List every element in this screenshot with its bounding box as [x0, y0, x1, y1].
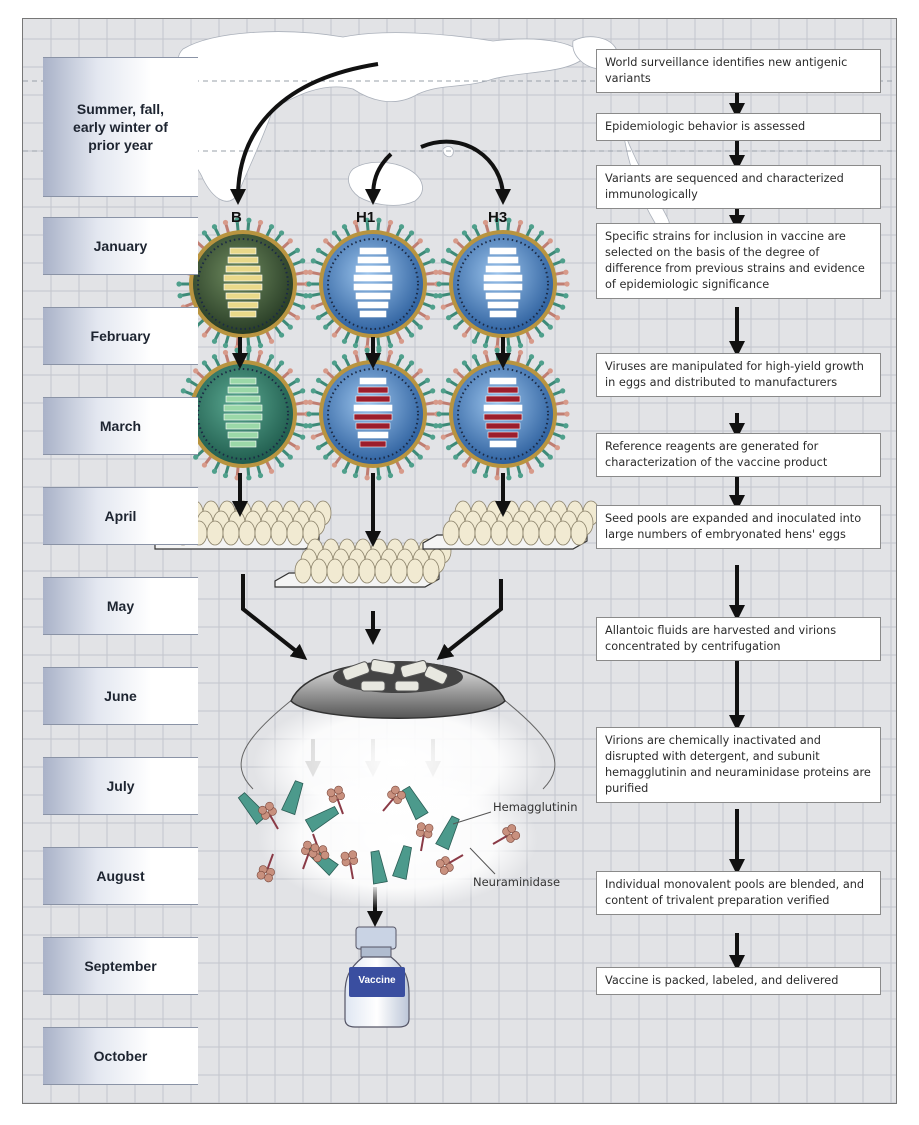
process-step: Viruses are manipulated for high-yield g…: [596, 353, 881, 397]
month-label: September: [43, 937, 198, 995]
process-step: Virions are chemically inactivated and d…: [596, 727, 881, 803]
hemagglutinin-molecule: [281, 780, 304, 816]
egg-tray: [422, 500, 600, 550]
process-step: Individual monovalent pools are blended,…: [596, 871, 881, 915]
neuraminidase-molecule: [258, 801, 279, 830]
hemagglutinin-label: Hemagglutinin: [493, 800, 578, 814]
month-label: Summer, fall, early winter of prior year: [43, 57, 198, 197]
strain-label-h1: H1: [356, 209, 376, 226]
process-step: Reference reagents are generated for cha…: [596, 433, 881, 477]
map-arrows: [230, 62, 511, 205]
process-step: Allantoic fluids are harvested and virio…: [596, 617, 881, 661]
process-step: Specific strains for inclusion in vaccin…: [596, 223, 881, 299]
virus-particle: [306, 217, 440, 351]
month-label: February: [43, 307, 198, 365]
hemagglutinin-molecule: [402, 785, 429, 821]
process-step: Seed pools are expanded and inoculated i…: [596, 505, 881, 549]
virus-particle: [306, 347, 440, 481]
virus-particle: [436, 347, 570, 481]
month-label: October: [43, 1027, 198, 1085]
label-pointers: [452, 811, 496, 875]
month-label: August: [43, 847, 198, 905]
vaccine-vial: [344, 926, 410, 1028]
hemagglutinin-molecule: [392, 845, 412, 880]
process-step: Vaccine is packed, labeled, and delivere…: [596, 967, 881, 995]
month-label: March: [43, 397, 198, 455]
neuraminidase-molecule: [415, 822, 434, 852]
protein-cluster: [237, 780, 521, 885]
hemagglutinin-molecule: [304, 806, 340, 833]
process-step: Variants are sequenced and characterized…: [596, 165, 881, 209]
neuraminidase-molecule: [256, 853, 275, 883]
strain-label-h3: H3: [488, 209, 508, 226]
neuraminidase-molecule: [492, 824, 521, 845]
neuraminidase-molecule: [382, 785, 406, 812]
process-step: World surveillance identifies new antige…: [596, 49, 881, 93]
egg-tray: [154, 500, 332, 550]
neuraminidase-molecule: [340, 850, 359, 880]
month-label: July: [43, 757, 198, 815]
month-label: June: [43, 667, 198, 725]
diagram-frame: Summer, fall, early winter of prior year…: [22, 18, 897, 1104]
neuraminidase-molecule: [311, 833, 330, 863]
neuraminidase-molecule: [435, 854, 464, 875]
process-step: Epidemiologic behavior is assessed: [596, 113, 881, 141]
hemagglutinin-molecule: [370, 850, 388, 885]
neuraminidase-molecule: [326, 785, 345, 815]
virus-particle: [436, 217, 570, 351]
neuraminidase-label: Neuraminidase: [473, 875, 561, 889]
egg-trays: [154, 500, 600, 588]
month-label: May: [43, 577, 198, 635]
vaccine-vial-label: Vaccine: [358, 975, 396, 986]
neuraminidase-molecule: [301, 840, 320, 870]
strain-label-b: B: [231, 209, 242, 226]
month-label: January: [43, 217, 198, 275]
month-label: April: [43, 487, 198, 545]
